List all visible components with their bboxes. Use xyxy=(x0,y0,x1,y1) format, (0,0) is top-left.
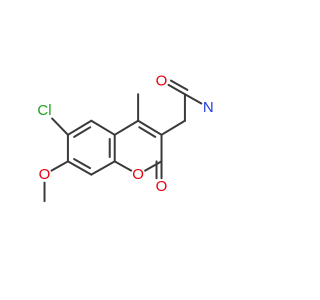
bond-c8-c8a xyxy=(90,160,116,176)
bond-c6-cl xyxy=(51,117,69,136)
bond-c4-c3 xyxy=(137,119,163,136)
bond-c7-c8-double xyxy=(73,158,92,170)
bond-c5-c6-double xyxy=(73,126,92,138)
bond-ca-oa-double xyxy=(169,79,189,91)
methoxy-oxygen: O xyxy=(39,166,51,183)
amide-nitrogen: N xyxy=(203,99,214,116)
bond-c4-c3-double xyxy=(138,126,157,138)
lactone-carbonyl-oxygen: O xyxy=(156,178,168,195)
ring-oxygen: O xyxy=(132,166,144,183)
bond-ca-oa xyxy=(167,83,186,96)
bond-c5-c6 xyxy=(66,119,93,136)
bond-c2-o1 xyxy=(144,160,163,172)
bond-o1-c8a xyxy=(113,160,133,172)
amide-carbonyl-oxygen: O xyxy=(156,72,168,89)
bond-c3-ch2 xyxy=(160,119,186,136)
bond-c4a-c4 xyxy=(113,119,140,136)
bond-ca-n xyxy=(183,93,203,105)
chlorine-atom: Cl xyxy=(37,102,51,119)
bond-c7-c8 xyxy=(66,160,93,176)
bond-c7-ome xyxy=(50,160,69,172)
bond-c4a-c5 xyxy=(90,119,116,136)
